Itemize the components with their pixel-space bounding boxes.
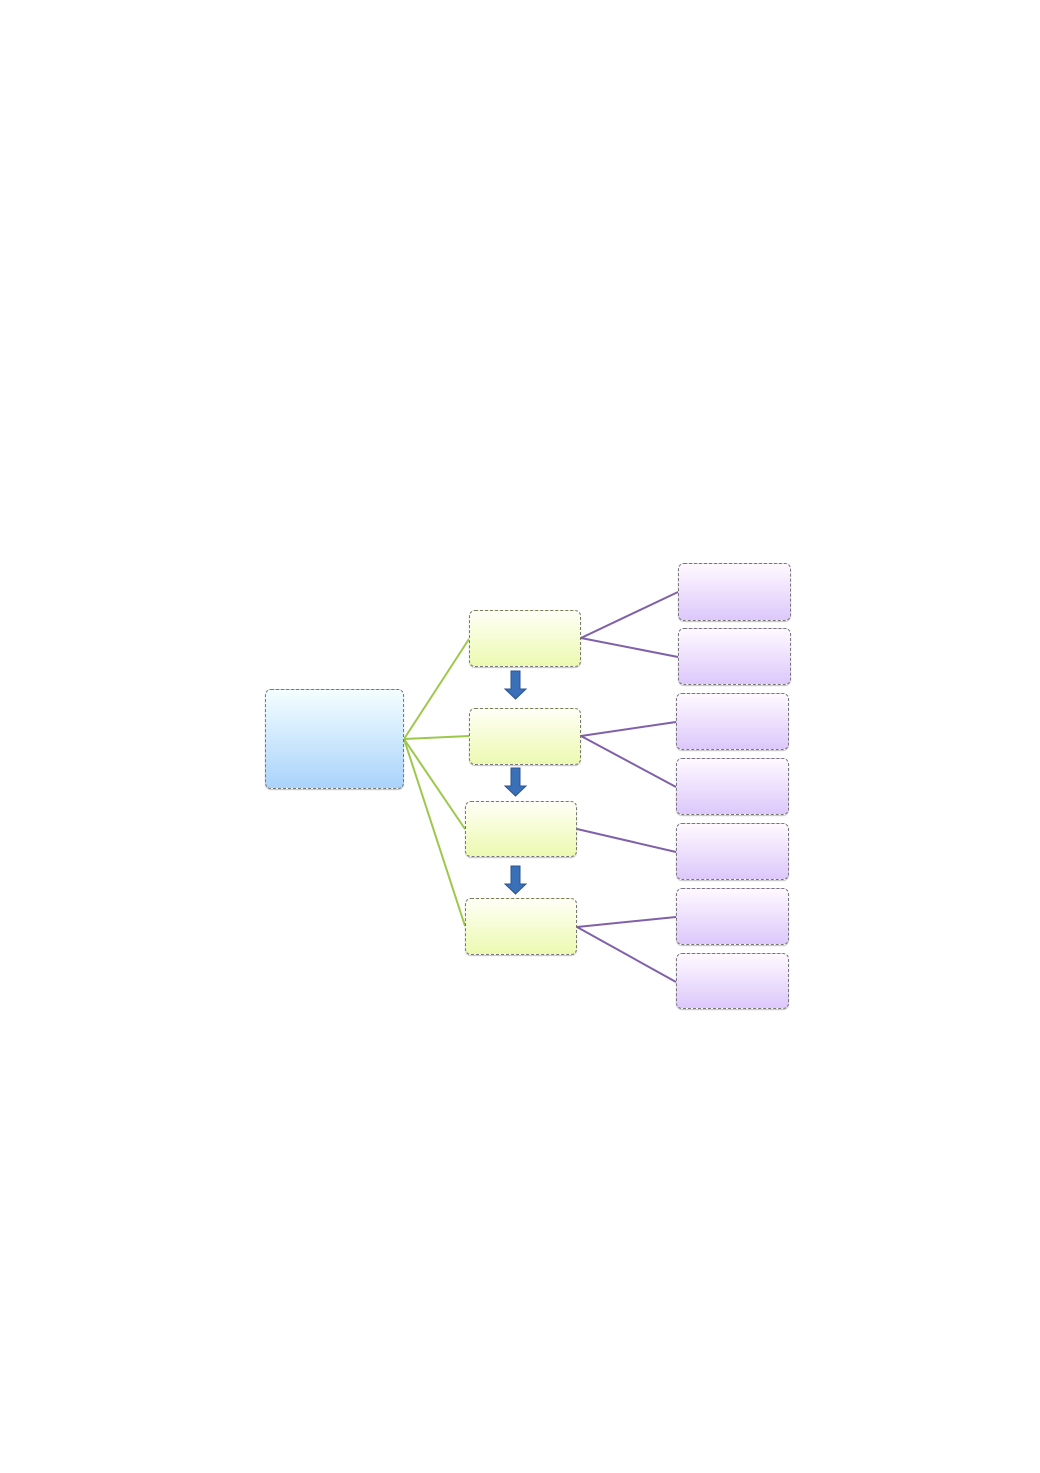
leaf-connector	[576, 828, 677, 853]
leaf-node-4-1	[676, 888, 789, 945]
down-arrow-icon	[503, 865, 528, 895]
root-connector-1	[403, 638, 470, 740]
root-connector-2	[403, 735, 470, 740]
leaf-connector	[580, 735, 677, 788]
leaf-connector	[580, 637, 679, 658]
stage-node-1	[469, 610, 581, 667]
leaf-node-1-2	[678, 628, 791, 685]
stage-node-2	[469, 708, 581, 765]
down-arrow-icon	[503, 670, 528, 700]
leaf-connector	[576, 926, 677, 983]
root-node	[265, 689, 404, 789]
stage-node-3	[465, 801, 577, 857]
down-arrow-icon	[503, 767, 528, 797]
leaf-connector	[576, 916, 677, 928]
root-connector-4	[403, 738, 466, 927]
leaf-connector	[580, 721, 677, 737]
leaf-node-2-2	[676, 758, 789, 815]
leaf-node-4-2	[676, 953, 789, 1009]
leaf-node-2-1	[676, 693, 789, 750]
root-connector-3	[403, 738, 466, 830]
stage-node-4	[465, 898, 577, 955]
leaf-node-1-1	[678, 563, 791, 621]
leaf-node-3-1	[676, 823, 789, 880]
leaf-connector	[580, 591, 679, 639]
